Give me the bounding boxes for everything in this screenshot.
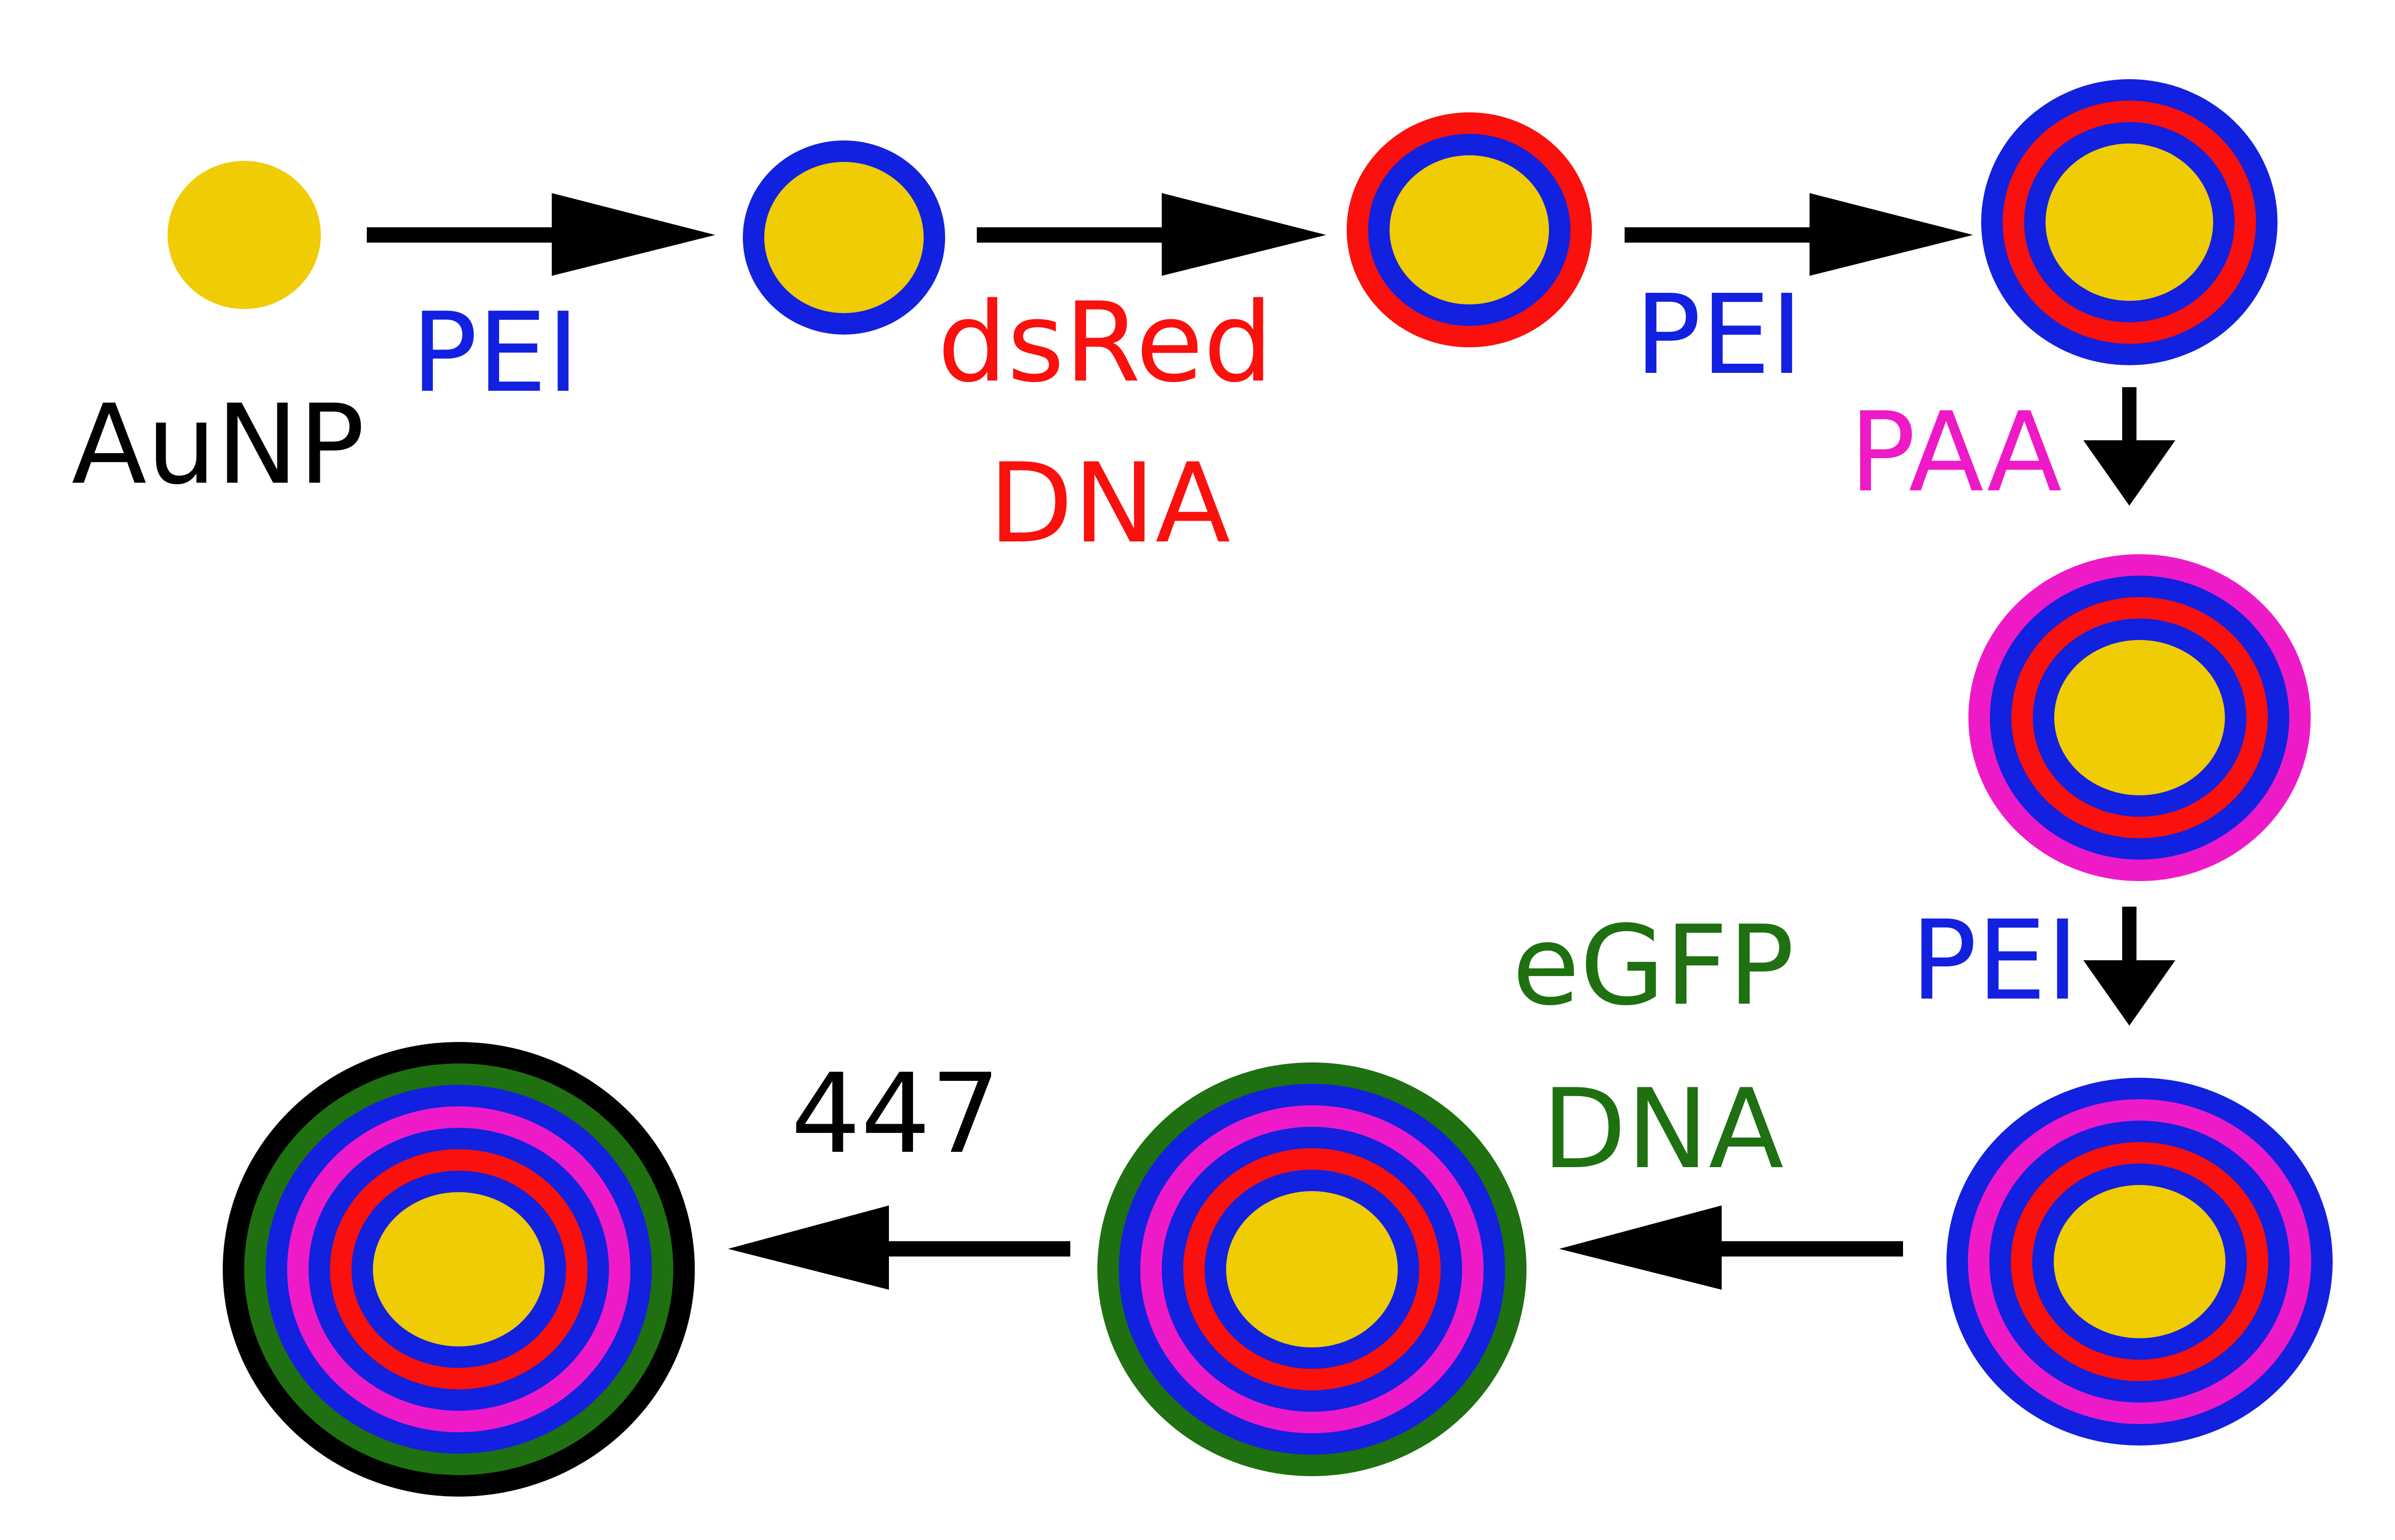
gold-core (2046, 144, 2213, 301)
label-paa: PAA (1849, 388, 2062, 516)
particle-447 (223, 1042, 695, 1497)
label-pei-3: PEI (1911, 896, 2079, 1025)
particle-pei-1 (743, 140, 945, 335)
gold-core (373, 1192, 545, 1346)
arrow-right-3 (1625, 193, 1973, 276)
particle-pei-3 (1946, 1078, 2333, 1446)
label-dsred-line2: DNA (989, 439, 1230, 567)
gold-core (168, 161, 321, 309)
label-dsred-line1: dsRed (937, 278, 1273, 407)
label-egfp-line1: eGFP (1512, 902, 1794, 1030)
label-pei-2: PEI (1635, 271, 1803, 399)
arrow-left-2 (728, 1205, 1070, 1290)
gold-core (1390, 155, 1549, 304)
gold-core (2054, 640, 2225, 795)
particle-aunp (168, 161, 321, 309)
arrow-right-1 (367, 193, 715, 276)
gold-core (1226, 1191, 1398, 1347)
label-aunp: AuNP (72, 381, 365, 509)
arrow-left-1 (1559, 1205, 1903, 1290)
particle-paa (1968, 554, 2311, 881)
particle-dsred (1347, 112, 1592, 347)
arrow-down-2 (2083, 907, 2175, 1026)
gold-core (764, 162, 924, 313)
gold-core (2054, 1185, 2225, 1338)
particle-egfp (1097, 1062, 1527, 1476)
arrow-down-1 (2083, 387, 2175, 506)
arrow-right-2 (977, 193, 1326, 276)
particle-pei-2 (1981, 79, 2277, 365)
label-egfp-line2: DNA (1542, 1065, 1783, 1193)
label-447: 447 (791, 1050, 1000, 1178)
label-pei-1: PEI (411, 289, 579, 417)
